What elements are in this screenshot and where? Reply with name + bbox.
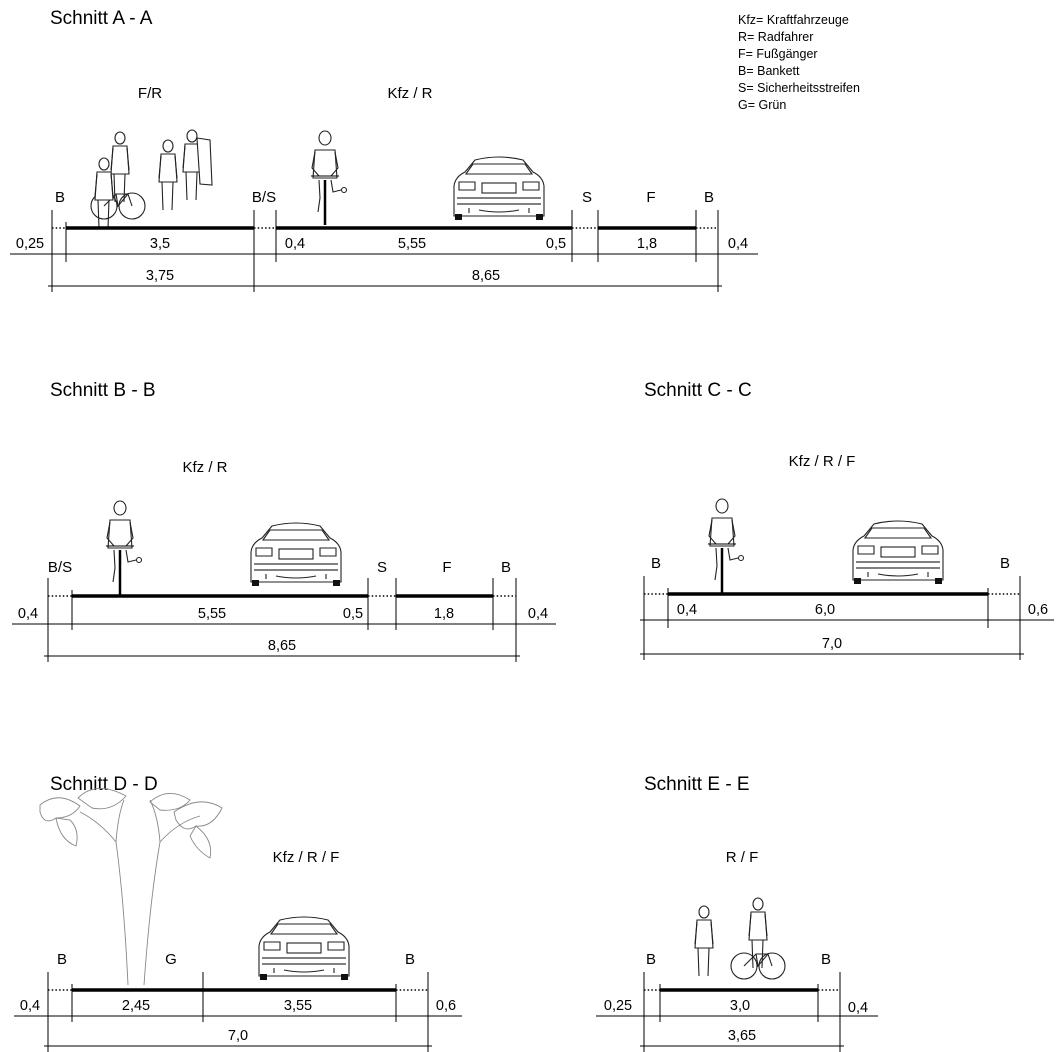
pedestrian-and-cyclist-figure bbox=[694, 897, 786, 980]
section-a-dim: 0,5 bbox=[546, 236, 566, 252]
section-d-zone-label: B bbox=[57, 951, 67, 968]
legend-entry-kfz: Kfz= Kraftfahrzeuge bbox=[738, 13, 849, 27]
section-a-dim-total: 3,75 bbox=[146, 268, 174, 284]
section-a-dim: 3,5 bbox=[150, 236, 170, 252]
tree-figure bbox=[39, 788, 223, 986]
section-a-zone-label: B bbox=[55, 189, 65, 206]
section-d-dim-total: 7,0 bbox=[228, 1028, 248, 1044]
car-figure bbox=[852, 520, 944, 585]
section-b-dim-total: 8,65 bbox=[268, 638, 296, 654]
section-e-dim: 0,4 bbox=[848, 1000, 868, 1016]
section-b-zone-label: B/S bbox=[48, 559, 72, 576]
section-b-dim: 0,5 bbox=[343, 606, 363, 622]
section-d-dim: 0,6 bbox=[436, 998, 456, 1014]
section-a-use-label-fr: F/R bbox=[138, 85, 162, 102]
section-d-zone-label: G bbox=[165, 951, 177, 968]
section-a-title: Schnitt A - A bbox=[50, 8, 153, 29]
dimension-lines bbox=[640, 576, 1054, 660]
legend-entry-b: B= Bankett bbox=[738, 64, 800, 78]
legend: Kfz= Kraftfahrzeuge R= Radfahrer F= Fußg… bbox=[738, 13, 860, 112]
section-b-zone-label: S bbox=[377, 559, 387, 576]
section-d-title: Schnitt D - D bbox=[50, 774, 158, 795]
section-b-zone-label: B bbox=[501, 559, 511, 576]
dimension-lines bbox=[14, 972, 462, 1052]
cyclist-figure bbox=[706, 497, 745, 595]
section-e-dim: 0,25 bbox=[604, 998, 632, 1014]
section-d-zone-label: B bbox=[405, 951, 415, 968]
section-c-dim-total: 7,0 bbox=[822, 636, 842, 652]
section-a: Schnitt A - A F/R Kfz / R B B/S S F bbox=[10, 8, 758, 292]
section-e-zone-label: B bbox=[646, 951, 656, 968]
section-b: Schnitt B - B Kfz / R B/S S F B 0,4 5,55… bbox=[12, 380, 556, 662]
section-a-dim: 5,55 bbox=[398, 236, 426, 252]
section-c-use-label-kfz: Kfz / R / F bbox=[789, 453, 856, 470]
section-a-dim: 0,25 bbox=[16, 236, 44, 252]
section-a-dim: 0,4 bbox=[728, 236, 748, 252]
section-a-dim-total: 8,65 bbox=[472, 268, 500, 284]
section-e-zone-label: B bbox=[821, 951, 831, 968]
section-d-use-label-kfz: Kfz / R / F bbox=[273, 849, 340, 866]
section-c-dim: 6,0 bbox=[815, 602, 835, 618]
section-e-dim: 3,0 bbox=[730, 998, 750, 1014]
cyclist-figure bbox=[104, 499, 143, 597]
section-e-use-label-rf: R / F bbox=[726, 849, 759, 866]
section-e-dim-total: 3,65 bbox=[728, 1028, 756, 1044]
dimension-lines bbox=[596, 972, 878, 1052]
section-c-title: Schnitt C - C bbox=[644, 380, 752, 401]
section-b-dim: 1,8 bbox=[434, 606, 454, 622]
section-b-zone-label: F bbox=[442, 559, 451, 576]
section-d-dim: 3,55 bbox=[284, 998, 312, 1014]
section-c: Schnitt C - C Kfz / R / F B B 0,4 6,0 0,… bbox=[640, 380, 1054, 660]
section-a-zone-label: S bbox=[582, 189, 592, 206]
car-figure bbox=[250, 522, 342, 587]
section-c-dim: 0,6 bbox=[1028, 602, 1048, 618]
dimension-lines bbox=[12, 578, 556, 662]
section-a-dim: 1,8 bbox=[637, 236, 657, 252]
pedestrians-figure bbox=[90, 129, 213, 229]
section-e-title: Schnitt E - E bbox=[644, 774, 750, 795]
section-c-dim: 0,4 bbox=[677, 602, 697, 618]
legend-entry-s: S= Sicherheitsstreifen bbox=[738, 81, 860, 95]
section-b-use-label-kfz: Kfz / R bbox=[182, 459, 227, 476]
section-d-dim: 2,45 bbox=[122, 998, 150, 1014]
section-c-zone-label: B bbox=[651, 555, 661, 572]
legend-entry-f: F= Fußgänger bbox=[738, 47, 818, 61]
legend-entry-r: R= Radfahrer bbox=[738, 30, 813, 44]
car-figure bbox=[453, 156, 545, 221]
section-e: Schnitt E - E R / F B B 0,25 3,0 0,4 3,6… bbox=[596, 774, 878, 1052]
car-figure bbox=[258, 916, 350, 981]
section-b-dim: 5,55 bbox=[198, 606, 226, 622]
section-d-dim: 0,4 bbox=[20, 998, 40, 1014]
section-a-zone-label: B bbox=[704, 189, 714, 206]
section-a-dim: 0,4 bbox=[285, 236, 305, 252]
section-b-dim: 0,4 bbox=[18, 606, 38, 622]
section-c-zone-label: B bbox=[1000, 555, 1010, 572]
section-a-zone-label: B/S bbox=[252, 189, 276, 206]
legend-entry-g: G= Grün bbox=[738, 98, 786, 112]
section-a-use-label-kfz: Kfz / R bbox=[387, 85, 432, 102]
section-b-title: Schnitt B - B bbox=[50, 380, 156, 401]
section-d: Schnitt D - D Kfz / R / F B G B bbox=[14, 774, 462, 1052]
section-a-zone-label: F bbox=[646, 189, 655, 206]
cyclist-figure bbox=[309, 129, 348, 227]
section-b-dim: 0,4 bbox=[528, 606, 548, 622]
dimension-lines bbox=[10, 210, 758, 292]
